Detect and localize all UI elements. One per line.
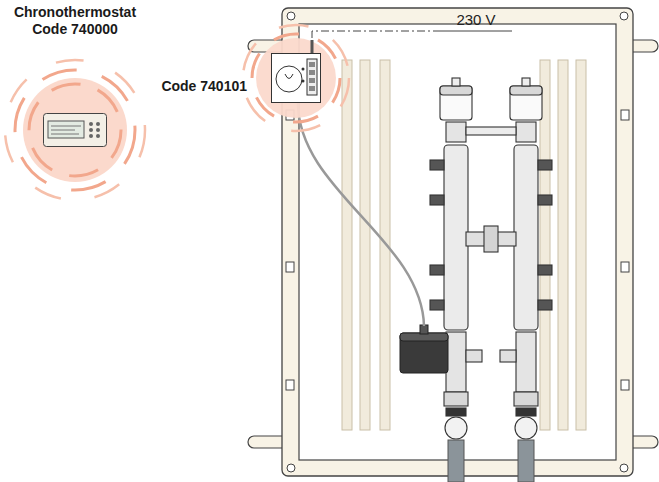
device-detail [309,78,315,83]
manifold-part [440,86,472,95]
device-detail [302,68,305,71]
device-detail [89,134,93,138]
receiver-module: Code 740101 [271,53,321,103]
device-detail [285,74,293,79]
device-detail [51,134,79,135]
manifold-part [500,350,516,362]
mounting-rail-part [576,60,586,430]
pump-part [420,325,428,334]
radio-waves-part [29,84,121,176]
manifold-part [452,78,460,86]
mains-line [312,31,512,53]
cabinet-frame-part [286,262,294,272]
mounting-rail-part [342,60,352,430]
device-detail [44,114,107,147]
mains-line-part [311,40,314,53]
chronothermostat-device: Chronothermostat Code 740000 [43,113,107,147]
pipe [448,440,534,482]
radio-waves-part [23,78,127,182]
pipe-part [448,440,464,482]
manifold-part [446,122,466,142]
device-detail [272,54,321,103]
device-detail [96,122,100,126]
manifold-part [466,350,482,362]
manifold-part [430,160,444,170]
manifold-part [538,160,552,170]
device-face [43,113,107,147]
radio-waves-part [15,70,135,190]
manifold-part [446,408,466,416]
device-label: Code 740101 [161,78,247,95]
cabinet-frame-part [620,12,628,20]
manifold [430,78,552,439]
mains-line-part [312,31,440,38]
manifold-part [430,265,444,275]
cabinet-frame-part [286,380,294,390]
manifold-part [515,417,537,439]
manifold-part [446,332,466,392]
cable [298,103,424,326]
device-detail [51,130,75,131]
device-detail [302,80,305,83]
mains-line-part [440,31,512,32]
manifold-part [538,300,552,310]
manifold-part [444,392,468,406]
radio-waves-part [243,25,349,131]
pump-part [400,333,448,373]
manifold-part [538,265,552,275]
radio-waves [5,60,145,200]
device-detail [89,122,93,126]
cabinet-frame-part [620,464,628,472]
manifold-part [510,86,542,120]
manifold-part [516,122,536,142]
device-detail [276,66,302,92]
device-detail [96,134,100,138]
cabinet-frame-part [621,380,629,390]
manifold-part [430,195,444,205]
manifold-part [514,145,538,330]
mounting-rail-part [360,60,370,430]
manifold-part [430,300,444,310]
radio-waves [243,25,349,131]
manifold-part [445,417,467,439]
device-detail [51,126,81,127]
mounting-rail [342,60,586,430]
radio-waves-part [5,60,145,200]
pipe-part [518,440,534,482]
radio-waves-part [252,34,340,122]
device-detail [309,62,315,67]
device-detail [48,121,84,138]
device-face [271,53,321,103]
device-detail [309,86,315,91]
cabinet-frame-part [621,110,629,120]
manifold-part [444,145,468,330]
voltage-label: 230 V [456,11,495,28]
manifold-part [522,78,530,86]
manifold-part [484,226,498,252]
cabinet-frame-part [287,464,295,472]
pump [400,325,448,373]
manifold-part [538,195,552,205]
radio-waves-part [256,38,336,118]
device-label: Chronothermostat Code 740000 [5,4,145,38]
mounting-rail-part [380,60,390,430]
manifold-part [440,86,472,120]
manifold-part [516,408,536,416]
mounting-rail-part [558,60,568,430]
device-detail [309,70,315,75]
device-detail [307,59,317,95]
device-detail [89,128,93,132]
manifold-part [516,332,536,392]
cabinet-frame-part [621,262,629,272]
manifold-part [466,127,516,135]
manifold-part [510,86,542,95]
manifold-part [514,392,538,406]
device-detail [96,128,100,132]
cabinet-frame-part [287,12,295,20]
